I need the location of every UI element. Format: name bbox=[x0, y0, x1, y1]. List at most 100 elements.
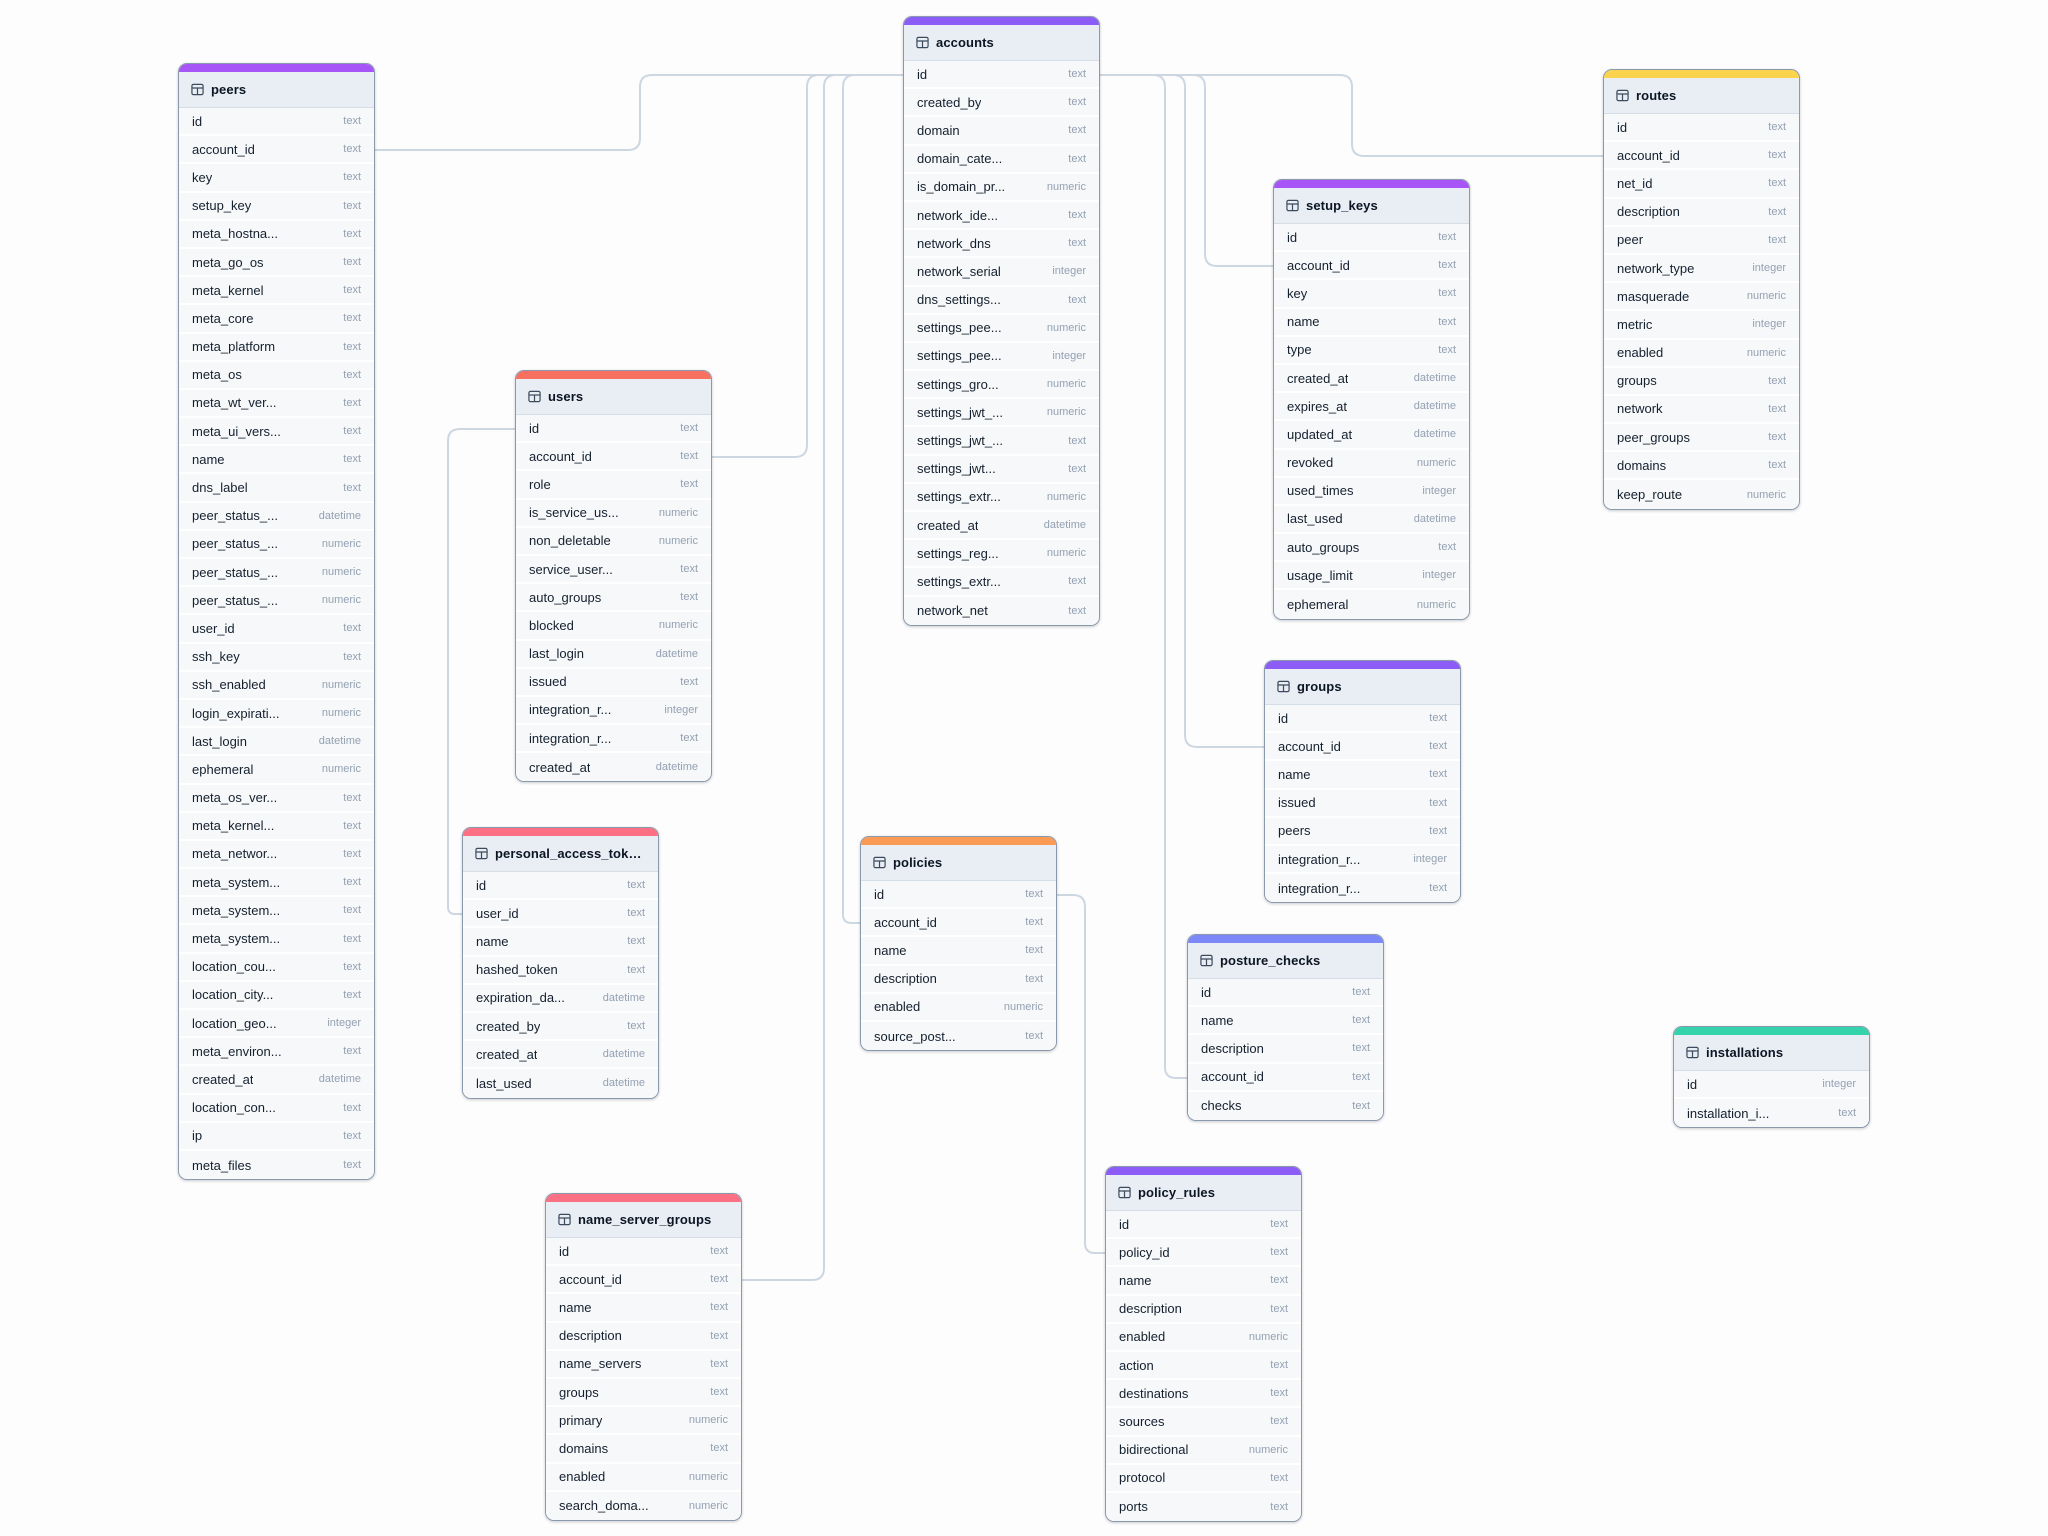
table-node-policy_rules[interactable]: policy_rules id text policy_id text name… bbox=[1105, 1166, 1302, 1523]
field-name: destinations bbox=[1119, 1385, 1189, 1401]
table-row: meta_system... text bbox=[179, 925, 374, 954]
table-title: accounts bbox=[936, 35, 994, 50]
field-name: last_used bbox=[476, 1075, 532, 1091]
table-row: enabled numeric bbox=[1106, 1323, 1301, 1352]
edge-name_server_groups.account_id-to-accounts.id bbox=[742, 74, 903, 1281]
field-name: settings_pee... bbox=[917, 320, 1002, 336]
field-type: numeric bbox=[321, 537, 361, 550]
table-node-users[interactable]: users id text account_id text role text … bbox=[515, 370, 712, 783]
field-type: text bbox=[710, 1442, 728, 1455]
table-node-installations[interactable]: installations id integer installation_i.… bbox=[1673, 1026, 1870, 1129]
table-row: enabled numeric bbox=[861, 993, 1056, 1022]
table-node-personal_access_tokens[interactable]: personal_access_tokens id text user_id t… bbox=[462, 827, 659, 1099]
field-name: sources bbox=[1119, 1413, 1165, 1429]
field-type: text bbox=[1270, 1387, 1288, 1400]
table-grid-icon bbox=[1286, 199, 1299, 212]
table-color-bar bbox=[1604, 70, 1799, 78]
field-type: numeric bbox=[321, 594, 361, 607]
field-type: text bbox=[343, 819, 361, 832]
field-type: text bbox=[1352, 1014, 1370, 1027]
table-header[interactable]: setup_keys bbox=[1274, 188, 1469, 224]
table-row: settings_pee... numeric bbox=[904, 314, 1099, 343]
table-row: location_geo... integer bbox=[179, 1010, 374, 1039]
table-header[interactable]: name_server_groups bbox=[546, 1202, 741, 1238]
table-row: role text bbox=[516, 471, 711, 500]
table-row: type text bbox=[1274, 336, 1469, 365]
field-type: text bbox=[680, 591, 698, 604]
field-type: text bbox=[1768, 233, 1786, 246]
table-row: id text bbox=[463, 872, 658, 901]
field-type: text bbox=[710, 1386, 728, 1399]
table-node-accounts[interactable]: accounts id text created_by text domain … bbox=[903, 16, 1100, 626]
table-grid-icon bbox=[873, 856, 886, 869]
field-type: text bbox=[680, 563, 698, 576]
table-node-peers[interactable]: peers id text account_id text key text s… bbox=[178, 63, 375, 1181]
table-row: id text bbox=[904, 61, 1099, 90]
field-name: meta_os_ver... bbox=[192, 790, 278, 806]
table-row: ephemeral numeric bbox=[179, 756, 374, 785]
table-node-posture_checks[interactable]: posture_checks id text name text descrip… bbox=[1187, 934, 1384, 1121]
table-row: network_dns text bbox=[904, 230, 1099, 259]
table-node-setup_keys[interactable]: setup_keys id text account_id text key t… bbox=[1273, 179, 1470, 620]
table-node-policies[interactable]: policies id text account_id text name te… bbox=[860, 836, 1057, 1052]
field-name: integration_r... bbox=[529, 730, 612, 746]
table-row: id text bbox=[546, 1238, 741, 1267]
table-row: checks text bbox=[1188, 1091, 1383, 1120]
field-type: text bbox=[1429, 740, 1447, 753]
table-header[interactable]: policies bbox=[861, 845, 1056, 881]
table-row: login_expirati... numeric bbox=[179, 699, 374, 729]
table-header[interactable]: routes bbox=[1604, 78, 1799, 114]
field-name: description bbox=[874, 971, 937, 987]
table-row: description text bbox=[861, 965, 1056, 994]
field-name: meta_go_os bbox=[192, 254, 264, 270]
field-name: peer_status_... bbox=[192, 564, 278, 580]
table-header[interactable]: users bbox=[516, 379, 711, 415]
table-grid-icon bbox=[1616, 89, 1629, 102]
table-rows: id text account_id text net_id text desc… bbox=[1604, 114, 1799, 509]
table-row: keep_route numeric bbox=[1604, 480, 1799, 509]
field-name: integration_r... bbox=[1278, 880, 1361, 896]
field-name: id bbox=[874, 886, 885, 902]
table-row: bidirectional numeric bbox=[1106, 1436, 1301, 1465]
edge-users.id-to-personal_access_tokens.user_id bbox=[447, 428, 515, 915]
field-name: id bbox=[192, 113, 203, 129]
field-type: text bbox=[1270, 1471, 1288, 1484]
field-type: text bbox=[1270, 1500, 1288, 1513]
table-row: ssh_enabled numeric bbox=[179, 671, 374, 700]
table-grid-icon bbox=[1200, 954, 1213, 967]
table-row: account_id text bbox=[1274, 252, 1469, 281]
field-name: account_id bbox=[874, 914, 937, 930]
table-row: settings_extr... numeric bbox=[904, 483, 1099, 512]
table-row: issued text bbox=[516, 668, 711, 697]
table-row: account_id text bbox=[1604, 142, 1799, 171]
field-name: name bbox=[192, 451, 225, 467]
table-header[interactable]: installations bbox=[1674, 1035, 1869, 1071]
table-row: used_times integer bbox=[1274, 477, 1469, 506]
table-header[interactable]: groups bbox=[1265, 669, 1460, 705]
edge-accounts.id-to-groups.account_id bbox=[1100, 74, 1264, 748]
table-header[interactable]: accounts bbox=[904, 25, 1099, 61]
table-row: location_con... text bbox=[179, 1094, 374, 1123]
field-name: user_id bbox=[476, 905, 519, 921]
field-name: id bbox=[1287, 229, 1298, 245]
field-name: auto_groups bbox=[1287, 539, 1360, 555]
table-header[interactable]: policy_rules bbox=[1106, 1175, 1301, 1211]
field-name: created_by bbox=[917, 94, 982, 110]
table-title: routes bbox=[1636, 88, 1677, 103]
table-node-name_server_groups[interactable]: name_server_groups id text account_id te… bbox=[545, 1193, 742, 1521]
field-type: text bbox=[343, 143, 361, 156]
edge-accounts.id-to-posture_checks.account_id bbox=[1100, 74, 1187, 1079]
field-name: id bbox=[559, 1243, 570, 1259]
table-title: policy_rules bbox=[1138, 1185, 1216, 1200]
field-name: ssh_enabled bbox=[192, 677, 266, 693]
field-type: text bbox=[343, 284, 361, 297]
field-type: text bbox=[343, 1159, 361, 1172]
table-header[interactable]: peers bbox=[179, 72, 374, 108]
table-node-groups[interactable]: groups id text account_id text name text… bbox=[1264, 660, 1461, 904]
table-header[interactable]: personal_access_tokens bbox=[463, 836, 658, 872]
table-header[interactable]: posture_checks bbox=[1188, 943, 1383, 979]
field-name: name bbox=[1201, 1012, 1234, 1028]
table-node-routes[interactable]: routes id text account_id text net_id te… bbox=[1603, 69, 1800, 510]
field-name: id bbox=[529, 420, 540, 436]
table-row: description text bbox=[1604, 198, 1799, 227]
